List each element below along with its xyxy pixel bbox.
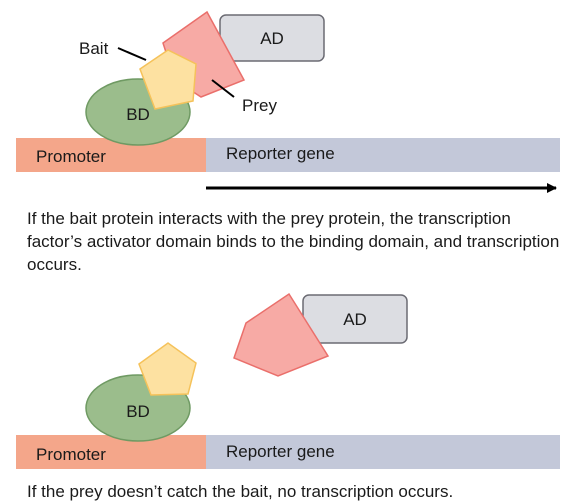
promoter-region <box>16 138 206 172</box>
reporter-gene-label: Reporter gene <box>226 144 335 163</box>
no-interaction-panel: Promoter Reporter gene BD AD <box>0 270 574 480</box>
activator-domain-label: AD <box>343 310 367 329</box>
bait-callout-line <box>117 47 147 61</box>
promoter-label: Promoter <box>36 147 106 166</box>
activator-domain-label: AD <box>260 29 284 48</box>
binding-domain-label: BD <box>126 105 150 124</box>
no-interaction-caption: If the prey doesn’t catch the bait, no t… <box>27 482 454 501</box>
reporter-gene-region <box>206 138 560 172</box>
prey-protein <box>233 292 330 377</box>
interaction-caption: If the bait protein interacts with the p… <box>27 209 560 274</box>
bait-protein <box>139 49 197 110</box>
bait-protein <box>138 342 197 396</box>
promoter-label: Promoter <box>36 445 106 464</box>
promoter-region <box>16 435 206 469</box>
interaction-panel: Promoter Reporter gene BD AD Bait Prey <box>0 0 574 205</box>
bait-label: Bait <box>79 39 109 58</box>
interaction-diagram: Promoter Reporter gene BD AD Bait Prey <box>16 10 560 193</box>
reporter-gene-region <box>206 435 560 469</box>
reporter-gene-label: Reporter gene <box>226 442 335 461</box>
prey-callout-line <box>211 79 235 98</box>
no-interaction-diagram: Promoter Reporter gene BD AD <box>16 292 560 469</box>
prey-label: Prey <box>242 96 277 115</box>
binding-domain-label: BD <box>126 402 150 421</box>
